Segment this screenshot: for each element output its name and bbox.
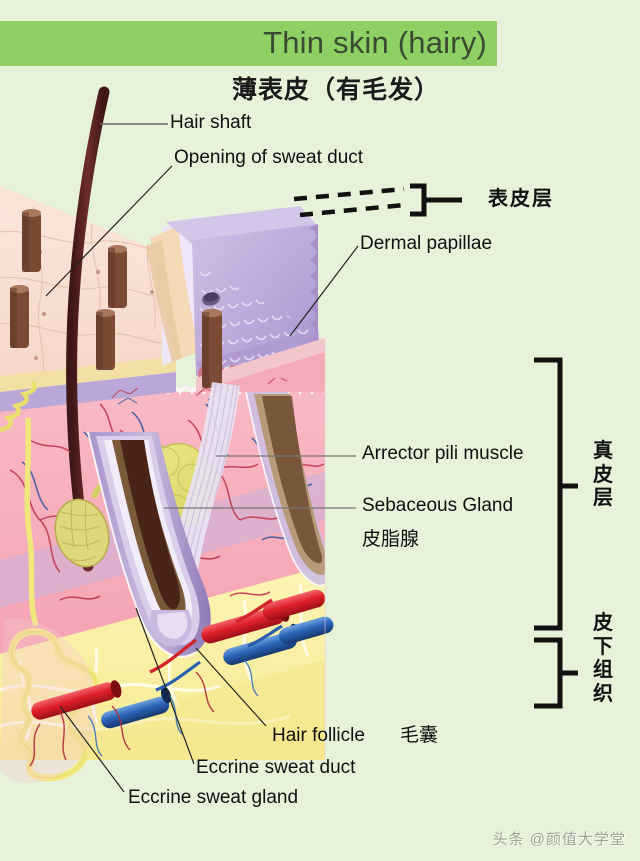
hair-follicle-secondary [245,391,326,587]
dermis-surface-right [196,338,325,392]
leader-lines [45,123,359,793]
dermis-char-1: 真 [593,440,613,462]
skin-surface-slab [0,186,177,412]
title-bar: Thin skin (hairy) [0,21,497,66]
label-eccrine-sweat-gland: Eccrine sweat gland [128,787,299,808]
dermis-char-3: 层 [593,487,613,510]
subcutaneous-vessels [29,589,334,767]
dermis-bracket [534,357,578,631]
subcutaneous-bracket [534,637,578,709]
label-arrector-pili-muscle: Arrector pili muscle [362,443,524,464]
title-english: Thin skin (hairy) [263,25,487,60]
label-sebaceous-gland-chinese: 皮脂腺 [362,529,420,550]
subcutaneous-char-1: 皮 [593,612,613,634]
epidermis-bracket [410,183,462,217]
sensory-corpuscle [54,498,110,568]
hair-follicle [87,431,211,658]
dermis-char-2: 皮 [593,463,613,486]
epidermis-dashed-pointer [293,186,405,218]
leader-eccrine-sweat-gland [59,705,125,793]
label-hair-follicle-chinese: 毛囊 [400,725,439,746]
label-dermal-papillae: Dermal papillae [360,233,493,254]
leader-opening-sweat-duct [45,165,173,297]
watermark: 头条 @颜值大学堂 [492,831,626,848]
subcutaneous-char-3: 组 [593,659,613,682]
subcutaneous-char-4: 织 [593,682,613,705]
title-chinese: 薄表皮（有毛发） [232,76,441,104]
label-eccrine-sweat-duct: Eccrine sweat duct [196,757,356,778]
label-epidermis-layer: 表皮层 [488,188,554,210]
hair-stubs [10,209,222,388]
label-sebaceous-gland: Sebaceous Gland [362,495,514,516]
leader-hair-follicle [195,647,267,727]
leader-dermal-papillae [289,245,359,337]
label-hair-follicle: Hair follicle [272,725,365,746]
label-dermis-layer: 真 皮 层 [592,440,614,511]
label-subcutaneous-layer: 皮 下 组 织 [592,612,614,706]
label-hair-shaft: Hair shaft [170,112,252,133]
label-opening-of-sweat-duct: Opening of sweat duct [174,147,364,168]
leader-eccrine-sweat-duct [135,607,195,765]
arrector-pili-muscle [168,382,240,584]
subcutaneous-char-2: 下 [593,635,613,658]
